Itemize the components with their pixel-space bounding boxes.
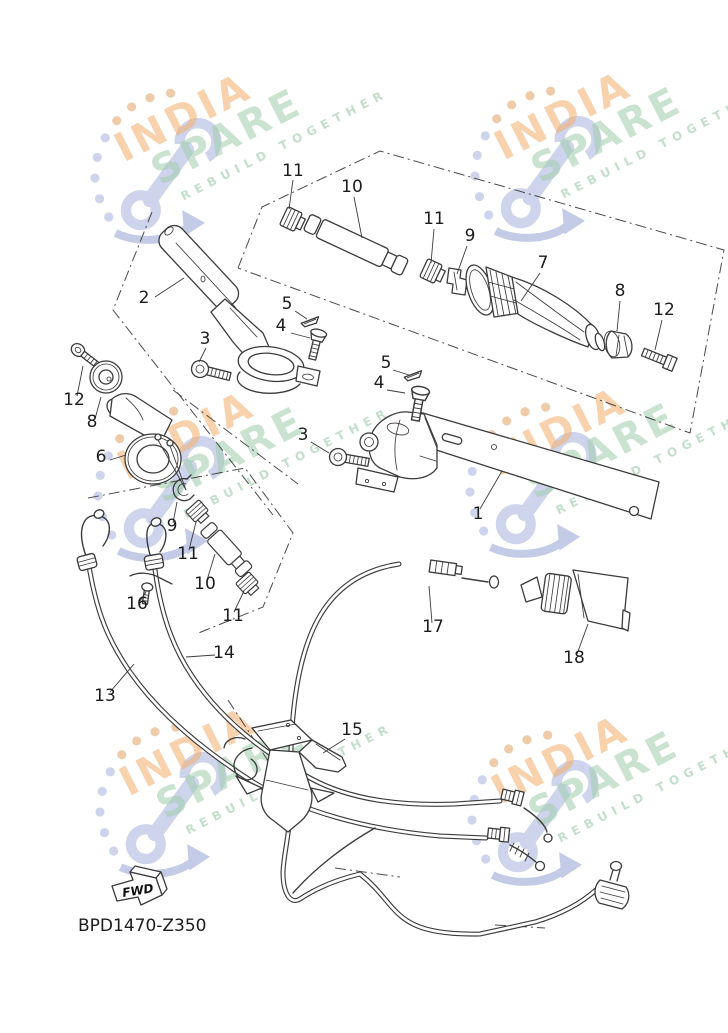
callout-label[interactable]: 6 xyxy=(96,447,107,467)
cable-barrel xyxy=(75,552,99,572)
part-11-nut[interactable] xyxy=(418,257,448,287)
part-4-screw[interactable] xyxy=(303,327,329,362)
callout-label[interactable]: 11 xyxy=(222,606,244,626)
part-13-cable[interactable] xyxy=(80,508,489,841)
callout-label[interactable]: 15 xyxy=(341,720,363,740)
part-10-adjuster[interactable] xyxy=(199,521,253,578)
callout-label[interactable]: 9 xyxy=(465,226,476,246)
callout-label[interactable]: 11 xyxy=(177,544,199,564)
callout-label[interactable]: 10 xyxy=(194,574,216,594)
callout-label[interactable]: 10 xyxy=(341,177,363,197)
part-5-washer[interactable] xyxy=(300,316,321,328)
cable-strand xyxy=(292,827,376,894)
callout-label[interactable]: 5 xyxy=(282,294,293,314)
callout-label[interactable]: 18 xyxy=(563,648,585,668)
part-3-bolt[interactable] xyxy=(189,358,233,386)
part-8-bar-end[interactable] xyxy=(602,330,633,359)
part-5-washer[interactable] xyxy=(403,370,424,382)
part-17-adjuster xyxy=(428,559,500,589)
leader-lines xyxy=(76,179,663,754)
diagram-code: BPD1470-Z350 xyxy=(78,916,207,936)
part-18-cable-boot[interactable] xyxy=(520,569,631,632)
cable-elbow-end xyxy=(594,860,630,910)
cable-end-fitting xyxy=(486,825,546,872)
part-17-throttle-cable[interactable] xyxy=(280,561,600,937)
part-6-throttle-housing[interactable] xyxy=(103,392,187,491)
callout-label[interactable]: 11 xyxy=(282,161,304,181)
fwd-label: FWD xyxy=(121,881,154,900)
part-11-nut[interactable] xyxy=(184,499,213,527)
callout-labels: 11 10 11 9 7 8 12 2 5 4 3 12 8 6 5 4 3 1… xyxy=(63,161,675,740)
part-8-cover[interactable] xyxy=(89,360,123,394)
fwd-arrow: FWD xyxy=(111,865,168,906)
cable-barrel xyxy=(143,552,165,572)
part-10-adjuster[interactable] xyxy=(303,213,409,277)
part-14-cable[interactable] xyxy=(146,516,503,807)
part-11-nut[interactable] xyxy=(278,205,308,235)
callout-label[interactable]: 17 xyxy=(422,617,444,637)
callout-label[interactable]: 12 xyxy=(63,390,85,410)
callout-label[interactable]: 4 xyxy=(276,316,287,336)
callout-label[interactable]: 11 xyxy=(423,209,445,229)
part-15-cable-guide-bracket[interactable] xyxy=(223,719,347,833)
callout-label[interactable]: 5 xyxy=(381,353,392,373)
part-3-bolt[interactable] xyxy=(327,446,371,472)
callout-label[interactable]: 14 xyxy=(213,643,235,663)
callout-label[interactable]: 12 xyxy=(653,300,675,320)
callout-label[interactable]: 16 xyxy=(126,594,148,614)
callout-label[interactable]: 3 xyxy=(200,329,211,349)
part-2-handlebar-tube[interactable] xyxy=(154,221,321,394)
callout-label[interactable]: 8 xyxy=(615,281,626,301)
part-12-bolt[interactable] xyxy=(640,346,678,372)
part-1-handlebar[interactable] xyxy=(355,410,660,520)
callout-label[interactable]: 2 xyxy=(139,288,150,308)
part-9-holder[interactable] xyxy=(446,267,468,296)
callout-label[interactable]: 8 xyxy=(87,412,98,432)
callout-label[interactable]: 13 xyxy=(94,686,116,706)
callout-label[interactable]: 1 xyxy=(473,504,484,524)
callout-label[interactable]: 7 xyxy=(538,253,549,273)
cable-end-fitting xyxy=(499,786,553,843)
callout-label[interactable]: 4 xyxy=(374,373,385,393)
callout-label[interactable]: 3 xyxy=(298,425,309,445)
callout-label[interactable]: 9 xyxy=(167,516,178,536)
part-7-grip[interactable] xyxy=(461,262,607,352)
part-9-clip[interactable] xyxy=(172,474,195,502)
